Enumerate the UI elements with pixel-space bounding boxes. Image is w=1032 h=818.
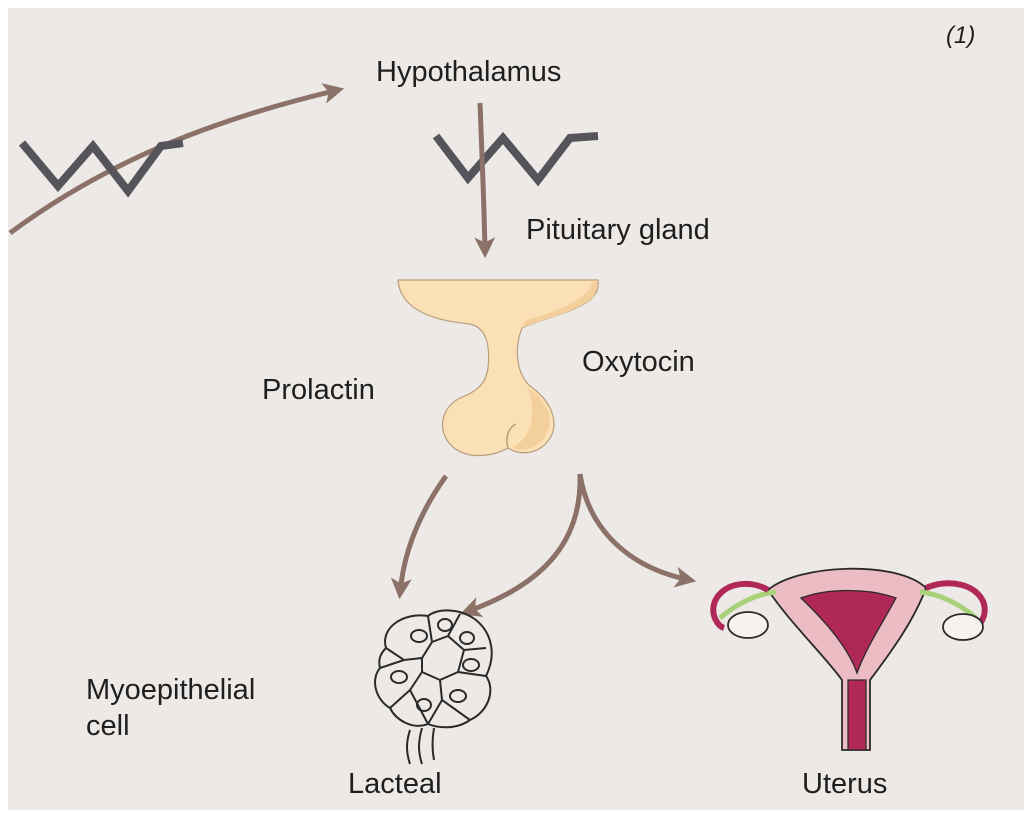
stimulus-arrow	[10, 90, 338, 233]
prolactin-label: Prolactin	[262, 374, 375, 407]
hypothalamus-to-pituitary-arrow	[480, 103, 485, 252]
nerve-impulse-zigzag-icon	[436, 136, 598, 180]
diagram-panel: (1) Hypothalamus Pituitary gland Prolact…	[8, 8, 1024, 810]
myoepithelial-label-line1: Myoepithelial	[86, 674, 255, 707]
uterus-icon	[713, 569, 984, 750]
myoepithelial-label-line2: cell	[86, 710, 130, 743]
nerve-impulse-zigzag-icon	[22, 143, 183, 191]
lacteal-cell-cluster-icon	[375, 610, 492, 764]
pituitary-gland-icon	[398, 280, 598, 456]
oxytocin-label: Oxytocin	[582, 346, 695, 379]
pituitary-gland-label: Pituitary gland	[526, 214, 710, 247]
prolactin-arrow	[400, 476, 446, 593]
oxytocin-arrow-uterus	[580, 474, 690, 580]
figure-number: (1)	[946, 22, 975, 50]
hypothalamus-label: Hypothalamus	[376, 56, 561, 89]
oxytocin-arrow-lacteal	[466, 474, 580, 612]
uterus-label: Uterus	[802, 768, 887, 801]
lacteal-label: Lacteal	[348, 768, 442, 801]
